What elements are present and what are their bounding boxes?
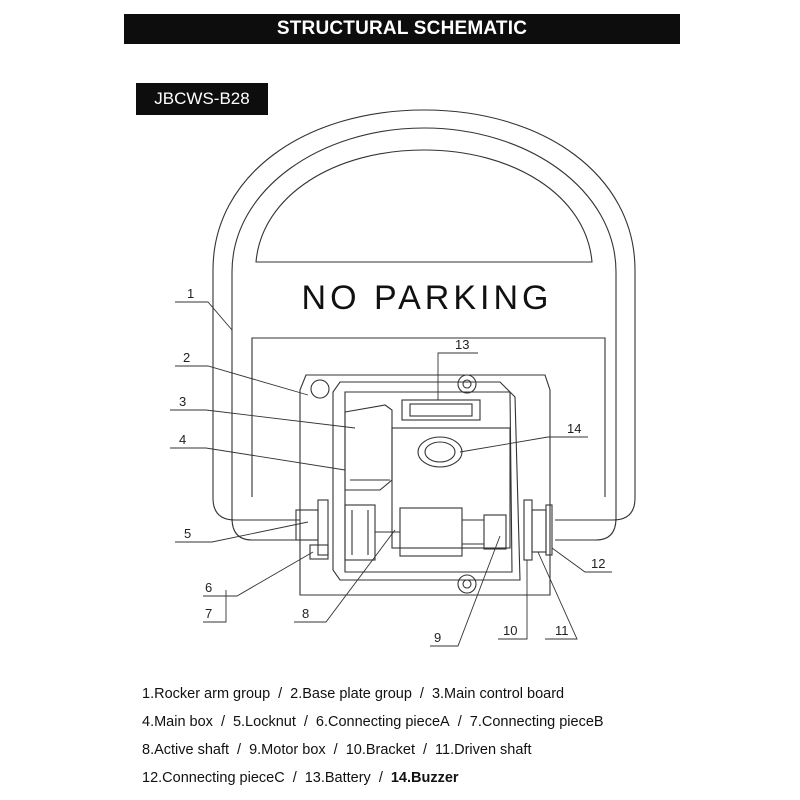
- connecting-piece-c: [545, 504, 553, 556]
- connecting-piece-a: [317, 499, 329, 556]
- parts-legend: 1.Rocker arm group / 2.Base plate group / 3.…: [142, 680, 742, 792]
- legend-item: 9.Motor box: [249, 742, 326, 758]
- legend-line: 12.Connecting pieceC / 13.Battery / 14.Buzze…: [142, 764, 742, 792]
- legend-separator: /: [292, 770, 297, 786]
- sign-text: NO PARKING: [302, 279, 553, 317]
- callout-6: 6: [205, 580, 212, 595]
- legend-line: 1.Rocker arm group / 2.Base plate group / 3.…: [142, 680, 742, 708]
- callout-5: 5: [184, 526, 191, 541]
- model-badge: JBCWS-B28: [136, 83, 268, 115]
- connecting-piece-b: [309, 544, 329, 560]
- legend-item: 10.Bracket: [345, 742, 416, 758]
- driven-shaft: [531, 509, 547, 553]
- active-shaft: [344, 504, 376, 561]
- legend-item: 14.Buzzer: [390, 770, 459, 786]
- legend-line: 8.Active shaft / 9.Motor box / 10.Bracket / 11…: [142, 736, 742, 764]
- legend-separator: /: [278, 686, 283, 702]
- callout-9: 9: [434, 630, 441, 645]
- legend-item: 8.Active shaft: [142, 742, 230, 758]
- legend-separator: /: [333, 742, 338, 758]
- legend-separator: /: [457, 714, 462, 730]
- page-title: STRUCTURAL SCHEMATIC: [124, 14, 680, 44]
- legend-item: 1.Rocker arm group: [142, 686, 271, 702]
- locknut: [295, 509, 319, 541]
- legend-separator: /: [303, 714, 308, 730]
- bracket: [523, 499, 533, 561]
- legend-separator: /: [423, 742, 428, 758]
- base-plate-hole-b: [457, 574, 477, 594]
- sign-window: [255, 149, 593, 263]
- legend-item: 11.Driven shaft: [435, 742, 532, 758]
- legend-separator: /: [378, 770, 383, 786]
- base-plate: [299, 374, 551, 596]
- main-box: [332, 381, 521, 581]
- legend-item: 4.Main box: [142, 714, 213, 730]
- callout-8: 8: [302, 606, 309, 621]
- legend-separator: /: [237, 742, 242, 758]
- battery: [401, 399, 481, 421]
- legend-separator: /: [220, 714, 225, 730]
- base-plate-hole-tr: [457, 374, 477, 394]
- legend-item: 3.Main control board: [431, 686, 565, 702]
- main-control-board: [344, 404, 393, 491]
- callout-12: 12: [591, 556, 605, 571]
- callout-11: 11: [555, 623, 569, 638]
- callout-2: 2: [183, 350, 190, 365]
- legend-item: 5.Locknut: [232, 714, 296, 730]
- legend-item: 6.Connecting pieceA: [315, 714, 450, 730]
- rocker-arm-inner: [231, 127, 617, 541]
- base-plate-hole-tl: [310, 379, 330, 399]
- callout-4: 4: [179, 432, 186, 447]
- legend-item: 13.Battery: [304, 770, 371, 786]
- callout-7: 7: [205, 606, 212, 621]
- legend-item: 12.Connecting pieceC: [142, 770, 285, 786]
- motor-box: [399, 507, 463, 557]
- legend-item: 2.Base plate group: [290, 686, 412, 702]
- callout-14: 14: [567, 421, 581, 436]
- legend-line: 4.Main box / 5.Locknut / 6.Connecting pieceA…: [142, 708, 742, 736]
- callout-10: 10: [503, 623, 517, 638]
- callout-13: 13: [455, 337, 469, 352]
- legend-item: 7.Connecting pieceB: [469, 714, 604, 730]
- callout-3: 3: [179, 394, 186, 409]
- callout-1: 1: [187, 286, 194, 301]
- rocker-arm-outer: [212, 109, 636, 521]
- sign-plate: [251, 337, 606, 497]
- legend-separator: /: [419, 686, 424, 702]
